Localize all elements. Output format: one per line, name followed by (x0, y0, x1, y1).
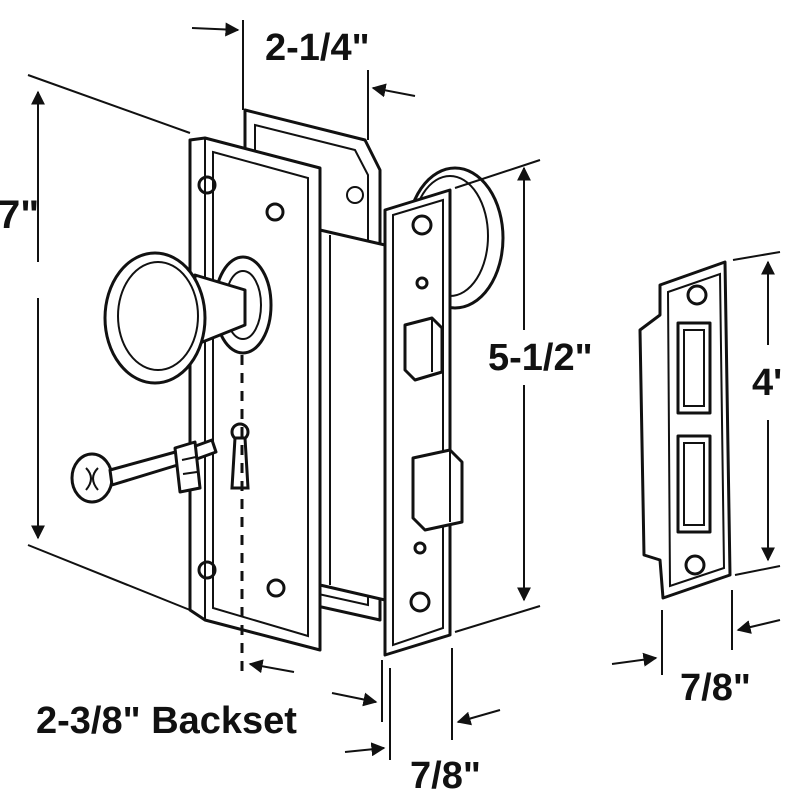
dimension-top-width: 2-1/4" (191, 20, 416, 140)
dimension-height-label: 7" (0, 193, 39, 237)
faceplate-screw-top (411, 214, 433, 236)
faceplate-screw-3 (413, 541, 427, 555)
lock-case (318, 228, 387, 602)
dead-bolt (411, 448, 464, 532)
dimension-strike-height-label: 4' (752, 362, 782, 404)
dimension-strike-width-label: 7/8" (680, 667, 751, 709)
lock-faceplate (383, 188, 464, 657)
dimension-backset-label: 2-3/8" Backset (36, 700, 297, 742)
skeleton-key-icon (70, 438, 218, 504)
dimension-faceplate-width: 7/8" (344, 648, 501, 797)
dimension-strike-height: 4' (732, 251, 782, 576)
screw-hole-bottom-right (266, 578, 286, 598)
screw-hole-top-right (265, 202, 285, 222)
dimension-top-width-label: 2-1/4" (265, 27, 370, 69)
strike-plate (638, 260, 732, 600)
faceplate-screw-bottom (409, 591, 431, 613)
screw-hole-top-left (197, 175, 217, 195)
latch-bolt (403, 316, 444, 382)
dimension-case-height: 5-1/2" (454, 159, 593, 633)
keyhole-icon (230, 422, 250, 490)
screw-hole-bottom-left (197, 560, 217, 580)
faceplate-screw-2 (415, 276, 429, 290)
dimension-case-height-label: 5-1/2" (488, 337, 593, 379)
dimension-height: 7" (0, 74, 191, 611)
dimension-backset: 2-3/8" Backset (36, 355, 383, 742)
dimension-strike-width: 7/8" (611, 590, 781, 709)
front-knob (103, 251, 247, 385)
front-escutcheon-plate (188, 136, 322, 652)
dimension-faceplate-width-label: 7/8" (410, 755, 481, 797)
